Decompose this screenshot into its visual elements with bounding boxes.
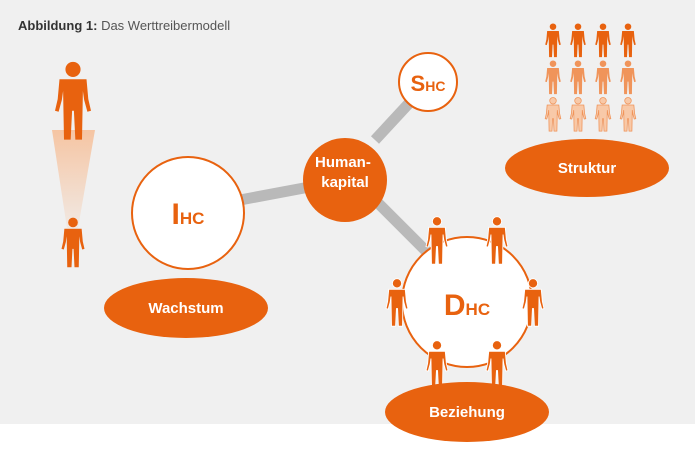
ihc-node: IHC <box>131 156 245 270</box>
humankapital-line2: kapital <box>321 174 369 191</box>
humankapital-node: Human- kapital <box>303 138 387 222</box>
person-icon <box>61 217 85 268</box>
person-icon <box>544 97 562 132</box>
caption-title: Das Werttreibermodell <box>101 18 231 33</box>
svg-text:Human- kapital: Human- kapital <box>315 154 375 191</box>
dhc-node: DHC <box>401 236 533 368</box>
svg-text:SHC: SHC <box>411 71 446 96</box>
connector-shc <box>370 96 417 144</box>
svg-text:DHC: DHC <box>444 289 490 322</box>
person-icon <box>570 23 586 58</box>
beziehung-label: Beziehung <box>429 404 505 421</box>
person-icon <box>619 97 637 132</box>
struktur-label-group: Struktur <box>505 139 669 197</box>
svg-text:IHC: IHC <box>172 198 205 231</box>
person-icon <box>545 23 561 58</box>
dhc-subscript: HC <box>466 300 491 319</box>
structure-figures <box>544 23 637 132</box>
figure-caption: Abbildung 1: Das Werttreibermodell <box>18 18 230 33</box>
shc-node: SHC <box>398 52 458 112</box>
growth-beam <box>52 130 95 228</box>
wachstum-label-group: Wachstum <box>104 278 268 338</box>
ihc-subscript: HC <box>180 209 205 228</box>
person-icon <box>55 61 91 140</box>
connector-dhc <box>371 196 434 259</box>
person-icon <box>595 60 611 95</box>
shc-subscript: HC <box>425 78 445 94</box>
shc-letter: S <box>411 71 426 96</box>
wachstum-label: Wachstum <box>148 300 223 317</box>
person-icon <box>620 60 636 95</box>
humankapital-line1: Human- <box>315 154 371 171</box>
beziehung-label-group: Beziehung <box>385 382 549 442</box>
dhc-letter: D <box>444 289 466 322</box>
person-icon <box>594 97 612 132</box>
person-icon <box>545 60 561 95</box>
struktur-ellipse <box>505 139 669 197</box>
growth-figures <box>52 61 95 268</box>
person-icon <box>620 23 636 58</box>
struktur-label: Struktur <box>558 160 617 177</box>
caption-label: Abbildung 1: <box>18 18 98 33</box>
shc-circle <box>398 52 458 112</box>
person-icon <box>595 23 611 58</box>
person-icon <box>570 60 586 95</box>
humankapital-circle <box>303 138 387 222</box>
beziehung-ellipse <box>385 382 549 442</box>
wachstum-ellipse <box>104 278 268 338</box>
ihc-circle <box>131 156 245 270</box>
ihc-letter: I <box>172 198 180 231</box>
person-icon <box>569 97 587 132</box>
